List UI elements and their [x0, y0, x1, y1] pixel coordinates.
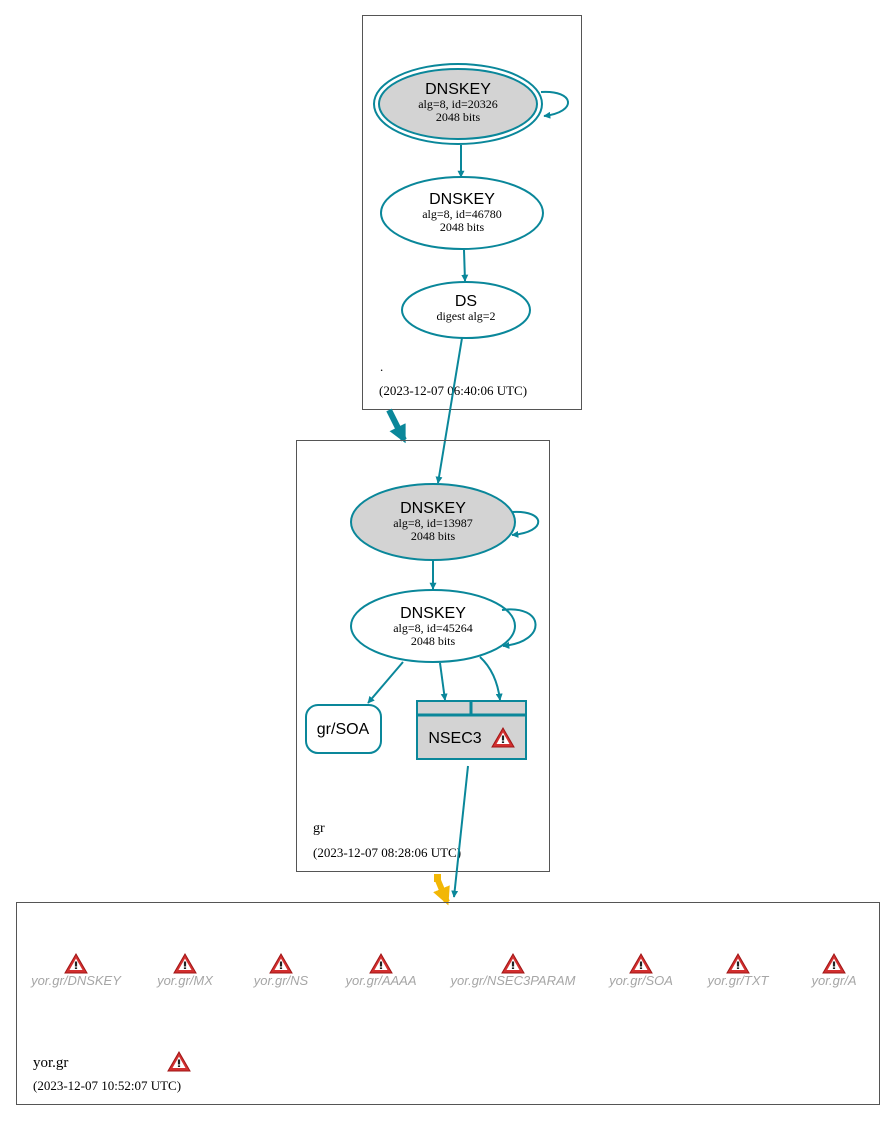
record-label: yor.gr/DNSKEY — [30, 973, 122, 988]
root-zsk-node[interactable]: DNSKEY alg=8, id=46780 2048 bits — [380, 176, 544, 250]
warning-icon — [629, 953, 653, 974]
warning-icon — [64, 953, 88, 974]
gr-zsk-self-edge — [501, 608, 537, 649]
record-label: yor.gr/AAAA — [344, 973, 416, 988]
gr-ksk-bits: 2048 bits — [411, 529, 456, 543]
yor-aaaa-record[interactable]: yor.gr/AAAA — [344, 953, 417, 988]
gr-zsk-to-soa-edge — [367, 661, 404, 704]
root-ksk-node[interactable]: DNSKEY alg=8, id=20326 2048 bits — [373, 63, 543, 145]
root-to-gr-delegation-edge — [386, 408, 407, 444]
record-label: yor.gr/NS — [253, 973, 309, 988]
warning-icon — [269, 953, 293, 974]
warning-icon — [369, 953, 393, 974]
gr-zone-timestamp: (2023-12-07 08:28:06 UTC) — [313, 845, 461, 860]
root-zone-box — [362, 15, 582, 410]
gr-zone-name: gr — [313, 821, 325, 836]
gr-soa-label: gr/SOA — [317, 721, 370, 738]
gr-zsk-type: DNSKEY — [400, 605, 466, 622]
gr-zone-box — [296, 440, 550, 872]
root-ksk-self-edge — [540, 90, 569, 119]
yor-mx-record[interactable]: yor.gr/MX — [156, 953, 214, 988]
gr-zsk-node[interactable]: DNSKEY alg=8, id=45264 2048 bits — [350, 589, 516, 663]
yor-ns-record[interactable]: yor.gr/NS — [253, 953, 309, 988]
yor-zone-timestamp: (2023-12-07 10:52:07 UTC) — [33, 1078, 181, 1093]
gr-ksk-type: DNSKEY — [400, 500, 466, 517]
warning-icon — [726, 953, 750, 974]
gr-ksk-node[interactable]: DNSKEY alg=8, id=13987 2048 bits — [350, 483, 516, 561]
warning-icon — [822, 953, 846, 974]
yor-soa-record[interactable]: yor.gr/SOA — [608, 953, 673, 988]
ds-to-gr-ksk-edge — [435, 337, 463, 484]
root-ksk-alg: alg=8, id=20326 — [418, 97, 498, 111]
gr-ksk-alg: alg=8, id=13987 — [393, 516, 473, 530]
record-label: yor.gr/SOA — [608, 973, 673, 988]
gr-nsec3-label: NSEC3 — [428, 730, 481, 747]
record-label: yor.gr/NSEC3PARAM — [450, 973, 576, 988]
gr-zsk-bits: 2048 bits — [411, 634, 456, 648]
root-zsk-bits: 2048 bits — [440, 220, 485, 234]
record-label: yor.gr/A — [810, 973, 856, 988]
delegation-warning-marker — [434, 874, 441, 882]
gr-nsec3-node[interactable]: NSEC3 — [416, 700, 527, 760]
root-ksk-bits: 2048 bits — [436, 110, 481, 124]
root-zsk-alg: alg=8, id=46780 — [422, 207, 502, 221]
yor-dnskey-record[interactable]: yor.gr/DNSKEY — [30, 953, 122, 988]
record-label: yor.gr/MX — [156, 973, 214, 988]
record-label: yor.gr/TXT — [707, 973, 770, 988]
gr-zsk-to-nsec3-edge-1 — [439, 662, 448, 701]
root-ds-node[interactable]: DS digest alg=2 — [401, 281, 531, 339]
root-zsk-to-ds-edge — [461, 249, 469, 282]
nsec3-to-yor-edge — [451, 765, 469, 898]
root-ksk-type: DNSKEY — [425, 81, 491, 98]
warning-icon — [501, 953, 525, 974]
root-ds-digest: digest alg=2 — [436, 309, 495, 323]
yor-a-record[interactable]: yor.gr/A — [810, 953, 857, 988]
yor-zone-warning-icon — [167, 1051, 191, 1072]
yor-zone-box — [16, 902, 880, 1105]
yor-zone-name: yor.gr — [33, 1055, 68, 1071]
gr-soa-node[interactable]: gr/SOA — [305, 704, 382, 754]
root-ds-type: DS — [455, 293, 477, 310]
gr-zsk-alg: alg=8, id=45264 — [393, 621, 473, 635]
gr-ksk-self-edge — [511, 510, 540, 538]
yor-txt-record[interactable]: yor.gr/TXT — [707, 953, 770, 988]
root-zone-name: . — [380, 359, 383, 374]
gr-zsk-to-nsec3-edge-2 — [479, 656, 503, 701]
warning-icon — [173, 953, 197, 974]
root-zsk-type: DNSKEY — [429, 191, 495, 208]
yor-nsec3param-record[interactable]: yor.gr/NSEC3PARAM — [450, 953, 576, 988]
